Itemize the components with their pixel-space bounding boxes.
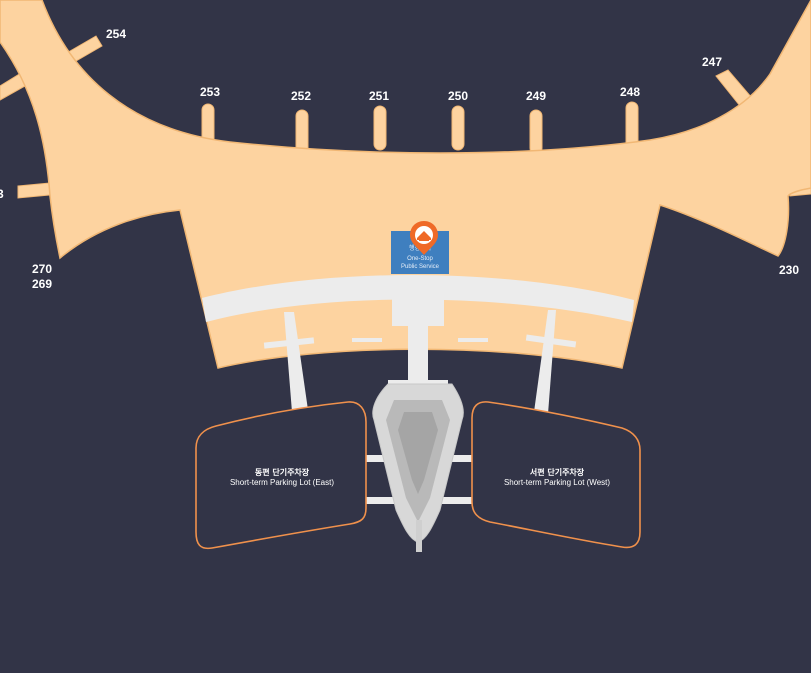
gate-label-247[interactable]: 247 (702, 55, 722, 69)
gate-label-254[interactable]: 254 (106, 27, 126, 41)
gate-label-251[interactable]: 251 (369, 89, 389, 103)
central-spine (392, 296, 444, 326)
service-center-line1: One-Stop (407, 256, 433, 262)
ramp-1 (263, 337, 315, 349)
service-center-marker[interactable]: 행정센터 One-Stop Public Service (391, 221, 449, 274)
gate-label-3[interactable]: 3 (0, 187, 4, 201)
gate-finger-249 (529, 109, 543, 155)
parking-east-subtitle: Short-term Parking Lot (East) (230, 478, 334, 487)
central-stem (408, 322, 428, 382)
gate-label-252[interactable]: 252 (291, 89, 311, 103)
ramp-3 (458, 338, 488, 342)
east-access-road (284, 312, 308, 412)
concourse-body (0, 0, 811, 369)
gate-label-253[interactable]: 253 (200, 85, 220, 99)
service-center-pin-icon[interactable] (410, 221, 438, 255)
gate-label-270[interactable]: 270 (32, 262, 52, 276)
ramp-2 (352, 338, 382, 342)
gate-labels: 254 253 252 251 250 249 248 247 3 270 26… (0, 27, 799, 291)
parking-east-title: 동편 단기주차장 (255, 467, 310, 477)
central-parking-structure (372, 383, 464, 552)
gate-finger-251 (373, 105, 387, 151)
parking-west-title: 서편 단기주차장 (530, 467, 585, 477)
gate-finger-250 (451, 105, 465, 151)
gate-label-249[interactable]: 249 (526, 89, 546, 103)
west-access-road (534, 310, 556, 414)
gate-label-269[interactable]: 269 (32, 277, 52, 291)
gate-label-230[interactable]: 230 (779, 263, 799, 277)
parking-west-subtitle: Short-term Parking Lot (West) (504, 478, 610, 487)
gate-label-248[interactable]: 248 (620, 85, 640, 99)
central-stem-lower (416, 520, 422, 552)
concourse (0, 0, 811, 369)
service-center-line2: Public Service (401, 264, 440, 270)
gate-fingers (201, 101, 639, 155)
parking-lot-east[interactable] (195, 401, 367, 550)
ramp-4 (525, 334, 577, 348)
gate-label-250[interactable]: 250 (448, 89, 468, 103)
central-structure-core (398, 412, 438, 494)
parking-lot-west[interactable] (471, 401, 641, 549)
